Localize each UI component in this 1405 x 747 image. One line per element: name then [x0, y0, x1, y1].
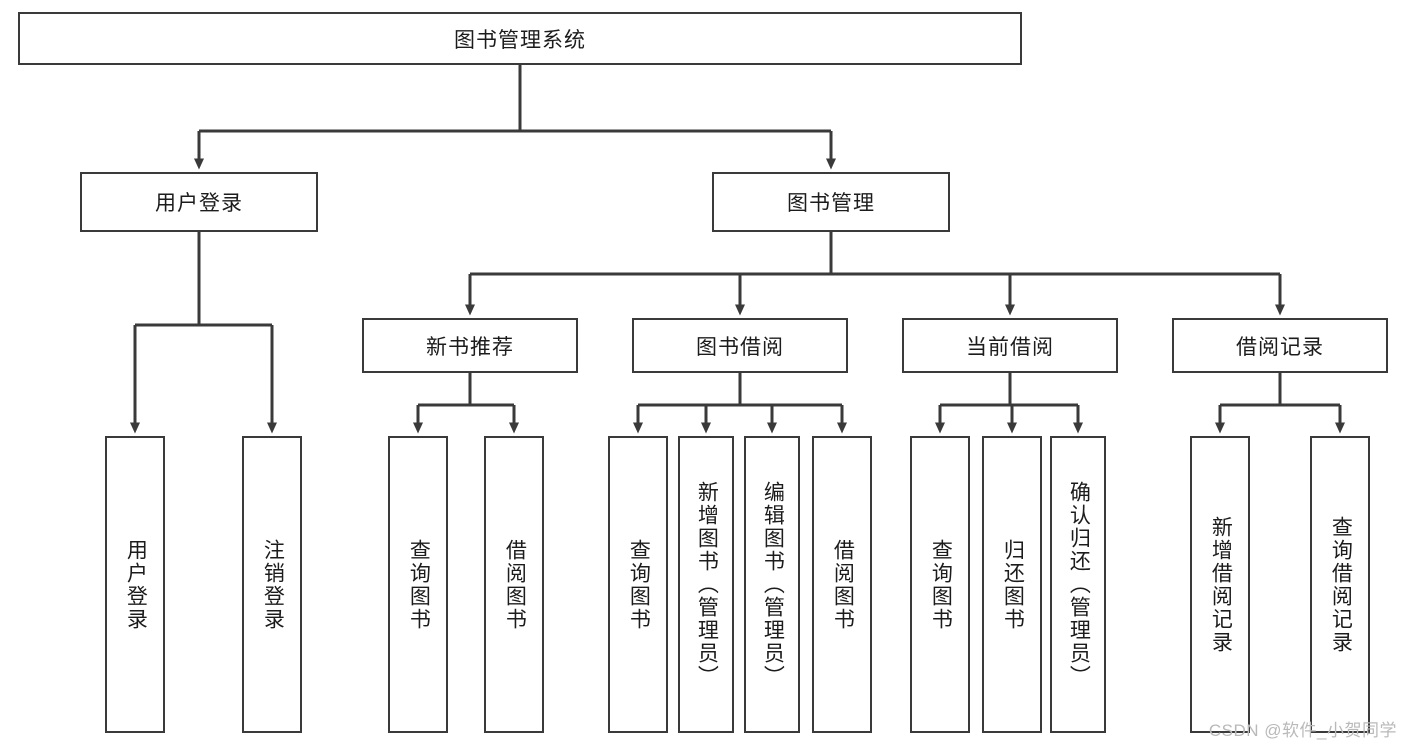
node-root-label: 图书管理系统 — [454, 28, 586, 52]
leaf-user-login-label: 用户登录 — [124, 538, 148, 631]
leaf-user-login[interactable]: 用户登录 — [105, 436, 165, 733]
leaf-new-borrow-book[interactable]: 借阅图书 — [484, 436, 544, 733]
node-user-login[interactable]: 用户登录 — [80, 172, 318, 232]
leaf-current-query-book[interactable]: 查询图书 — [910, 436, 970, 733]
leaf-add-borrow-record-label: 新增借阅记录 — [1209, 515, 1233, 654]
leaf-edit-book-admin-label: 编辑图书（管理员） — [761, 481, 785, 688]
node-current-borrow[interactable]: 当前借阅 — [902, 318, 1118, 373]
leaf-return-book-label: 归还图书 — [1001, 538, 1025, 631]
leaf-query-borrow-record[interactable]: 查询借阅记录 — [1310, 436, 1370, 733]
leaf-logout-label: 注销登录 — [261, 538, 285, 631]
node-root[interactable]: 图书管理系统 — [18, 12, 1022, 65]
leaf-confirm-return-admin[interactable]: 确认归还（管理员） — [1050, 436, 1106, 733]
node-user-login-label: 用户登录 — [155, 192, 243, 215]
leaf-borrow-query-book-label: 查询图书 — [627, 538, 651, 631]
leaf-new-query-book-label: 查询图书 — [407, 538, 431, 631]
node-book-borrow-label: 图书借阅 — [696, 335, 784, 359]
leaf-lend-book[interactable]: 借阅图书 — [812, 436, 872, 733]
node-new-book-recommend[interactable]: 新书推荐 — [362, 318, 578, 373]
node-book-borrow[interactable]: 图书借阅 — [632, 318, 848, 373]
leaf-return-book[interactable]: 归还图书 — [982, 436, 1042, 733]
node-book-management-label: 图书管理 — [787, 192, 875, 215]
leaf-logout[interactable]: 注销登录 — [242, 436, 302, 733]
leaf-query-borrow-record-label: 查询借阅记录 — [1329, 515, 1353, 654]
leaf-new-query-book[interactable]: 查询图书 — [388, 436, 448, 733]
leaf-add-book-admin-label: 新增图书（管理员） — [695, 481, 719, 688]
node-borrow-records-label: 借阅记录 — [1236, 335, 1324, 359]
leaf-edit-book-admin[interactable]: 编辑图书（管理员） — [744, 436, 800, 733]
leaf-lend-book-label: 借阅图书 — [831, 538, 855, 631]
leaf-add-book-admin[interactable]: 新增图书（管理员） — [678, 436, 734, 733]
node-borrow-records[interactable]: 借阅记录 — [1172, 318, 1388, 373]
leaf-new-borrow-book-label: 借阅图书 — [503, 538, 527, 631]
csdn-watermark: CSDN @软件_小贺同学 — [1208, 721, 1397, 740]
leaf-confirm-return-admin-label: 确认归还（管理员） — [1067, 481, 1091, 688]
leaf-current-query-book-label: 查询图书 — [929, 538, 953, 631]
node-book-management[interactable]: 图书管理 — [712, 172, 950, 232]
node-new-book-recommend-label: 新书推荐 — [426, 335, 514, 359]
leaf-borrow-query-book[interactable]: 查询图书 — [608, 436, 668, 733]
leaf-add-borrow-record[interactable]: 新增借阅记录 — [1190, 436, 1250, 733]
node-current-borrow-label: 当前借阅 — [966, 335, 1054, 359]
